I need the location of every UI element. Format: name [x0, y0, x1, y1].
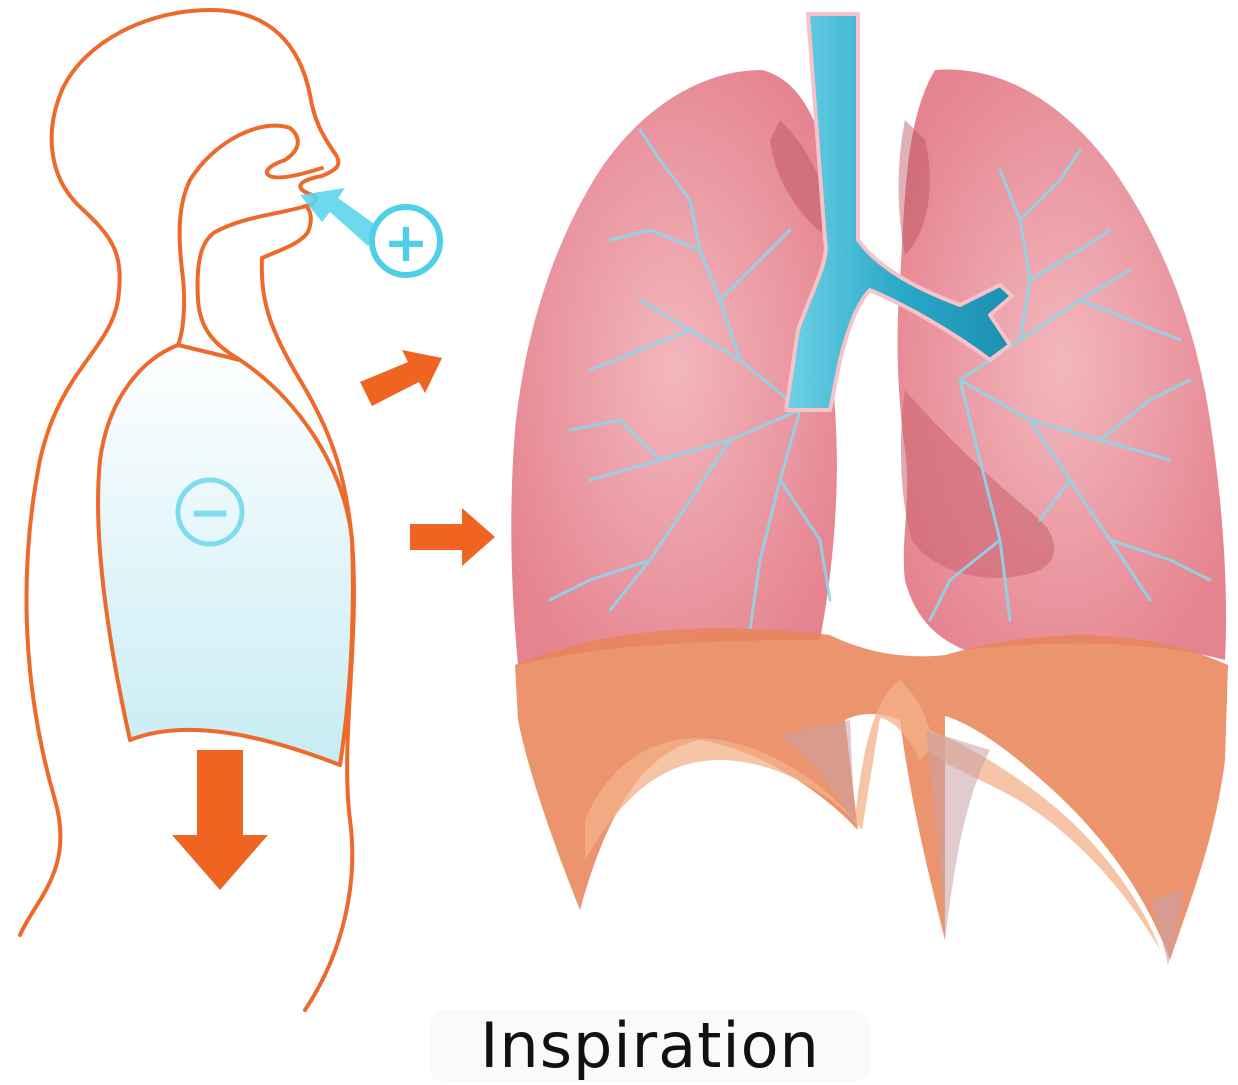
caption-box: Inspiration [430, 1010, 870, 1082]
minus-sign: − [188, 483, 232, 543]
right-arrow-icon-upper [360, 350, 442, 406]
lungs-illustration [511, 14, 1228, 965]
right-arrow-icon-middle [410, 508, 495, 566]
face-outline [210, 10, 338, 258]
plus-sign: + [383, 211, 428, 274]
left-lung [898, 70, 1227, 660]
body-silhouette [20, 10, 354, 1010]
airway-outline-inner [198, 206, 306, 360]
outside-pressure-symbol: + [372, 207, 440, 275]
diagram-caption: Inspiration [480, 1015, 820, 1077]
down-arrow-icon [172, 750, 268, 890]
